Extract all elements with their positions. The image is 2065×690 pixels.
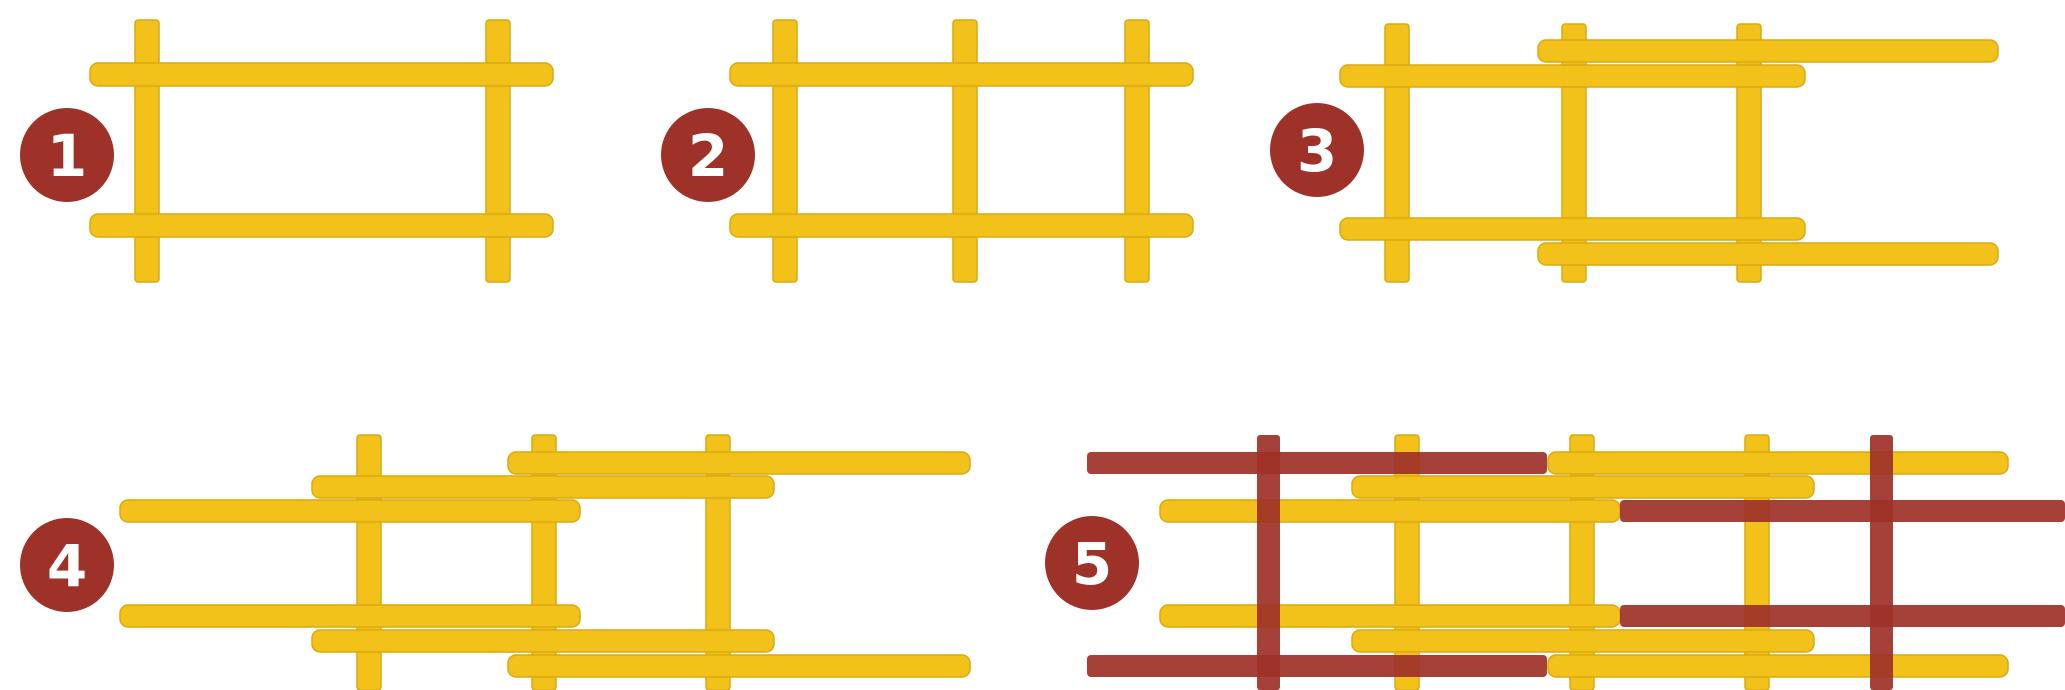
step-2-badge: 2 <box>661 108 755 202</box>
horizontal-stick <box>312 630 774 652</box>
accent-horizontal-stick <box>1620 500 2065 522</box>
accent-horizontal-stick <box>1620 605 2065 627</box>
horizontal-stick <box>1352 476 1814 498</box>
step-2-label: 2 <box>688 122 728 190</box>
horizontal-stick <box>730 214 1193 237</box>
horizontal-stick <box>1340 65 1805 87</box>
step-3-badge: 3 <box>1270 103 1364 197</box>
step-5-badge: 5 <box>1045 516 1139 610</box>
step-3-label: 3 <box>1297 117 1337 185</box>
accent-vertical-stick <box>1870 435 1893 690</box>
horizontal-stick <box>120 605 580 627</box>
horizontal-stick <box>730 63 1193 86</box>
step-5-label: 5 <box>1072 530 1112 598</box>
horizontal-stick <box>90 214 553 237</box>
horizontal-stick <box>1538 40 1998 62</box>
step-4-label: 4 <box>47 532 87 600</box>
horizontal-stick <box>90 63 553 86</box>
horizontal-stick <box>312 476 774 498</box>
horizontal-stick <box>120 500 580 522</box>
horizontal-stick <box>1548 452 2008 474</box>
vertical-stick <box>1125 20 1149 282</box>
accent-horizontal-stick <box>1087 655 1547 677</box>
vertical-stick <box>773 20 797 282</box>
horizontal-stick <box>1352 630 1814 652</box>
horizontal-stick <box>508 655 970 677</box>
vertical-stick <box>135 20 159 282</box>
step-1-badge: 1 <box>20 108 114 202</box>
horizontal-stick <box>508 452 970 474</box>
horizontal-stick <box>1548 655 2008 677</box>
step-4-badge: 4 <box>20 518 114 612</box>
accent-horizontal-stick <box>1087 452 1547 474</box>
horizontal-stick <box>1538 243 1998 265</box>
step-1-label: 1 <box>47 122 87 190</box>
vertical-stick <box>486 20 510 282</box>
vertical-stick <box>1385 24 1409 282</box>
horizontal-stick <box>1160 500 1620 522</box>
horizontal-stick <box>1160 605 1620 627</box>
horizontal-stick <box>1340 218 1805 240</box>
vertical-stick <box>953 20 977 282</box>
